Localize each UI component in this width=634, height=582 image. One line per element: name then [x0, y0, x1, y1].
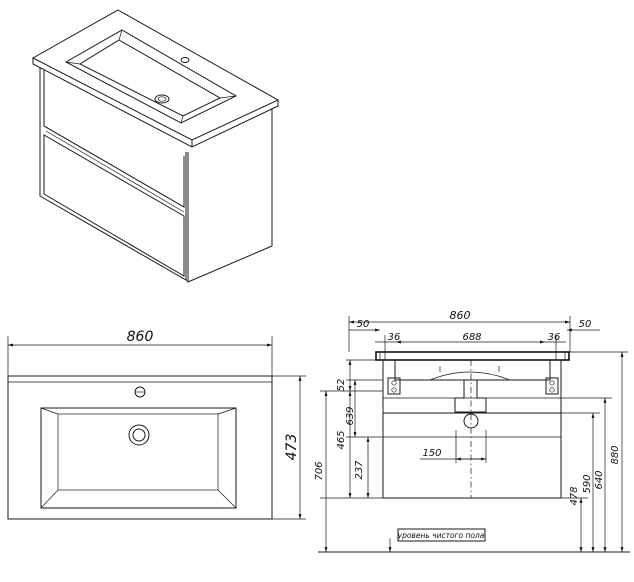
floor-label-box	[397, 528, 486, 542]
dim-640: 640	[594, 470, 605, 489]
dim-639: 639	[345, 406, 356, 425]
top-depth-label: 473	[284, 434, 300, 461]
inner-right-label: 36	[548, 332, 561, 343]
overhang-right-label: 50	[579, 319, 592, 330]
top-width-label: 860	[127, 329, 154, 345]
inner-width-label: 688	[462, 332, 481, 343]
floor-label: уровень чистого пола	[397, 531, 485, 540]
isometric-view	[31, 9, 280, 283]
dim-478: 478	[569, 486, 580, 505]
front-overall-width: 860	[450, 309, 471, 322]
front-view: 860 50 50 36 688 36	[314, 309, 630, 553]
dim-465: 465	[336, 430, 347, 449]
top-view: 860 473	[7, 329, 306, 520]
dim-706: 706	[314, 461, 325, 480]
drain-width-label: 150	[422, 448, 441, 459]
inner-left-label: 36	[388, 332, 401, 343]
dim-237: 237	[354, 460, 365, 480]
dim-880: 880	[610, 445, 621, 464]
overhang-left-label: 50	[357, 319, 370, 330]
dim-590: 590	[582, 474, 593, 493]
dim-52: 52	[336, 379, 347, 392]
